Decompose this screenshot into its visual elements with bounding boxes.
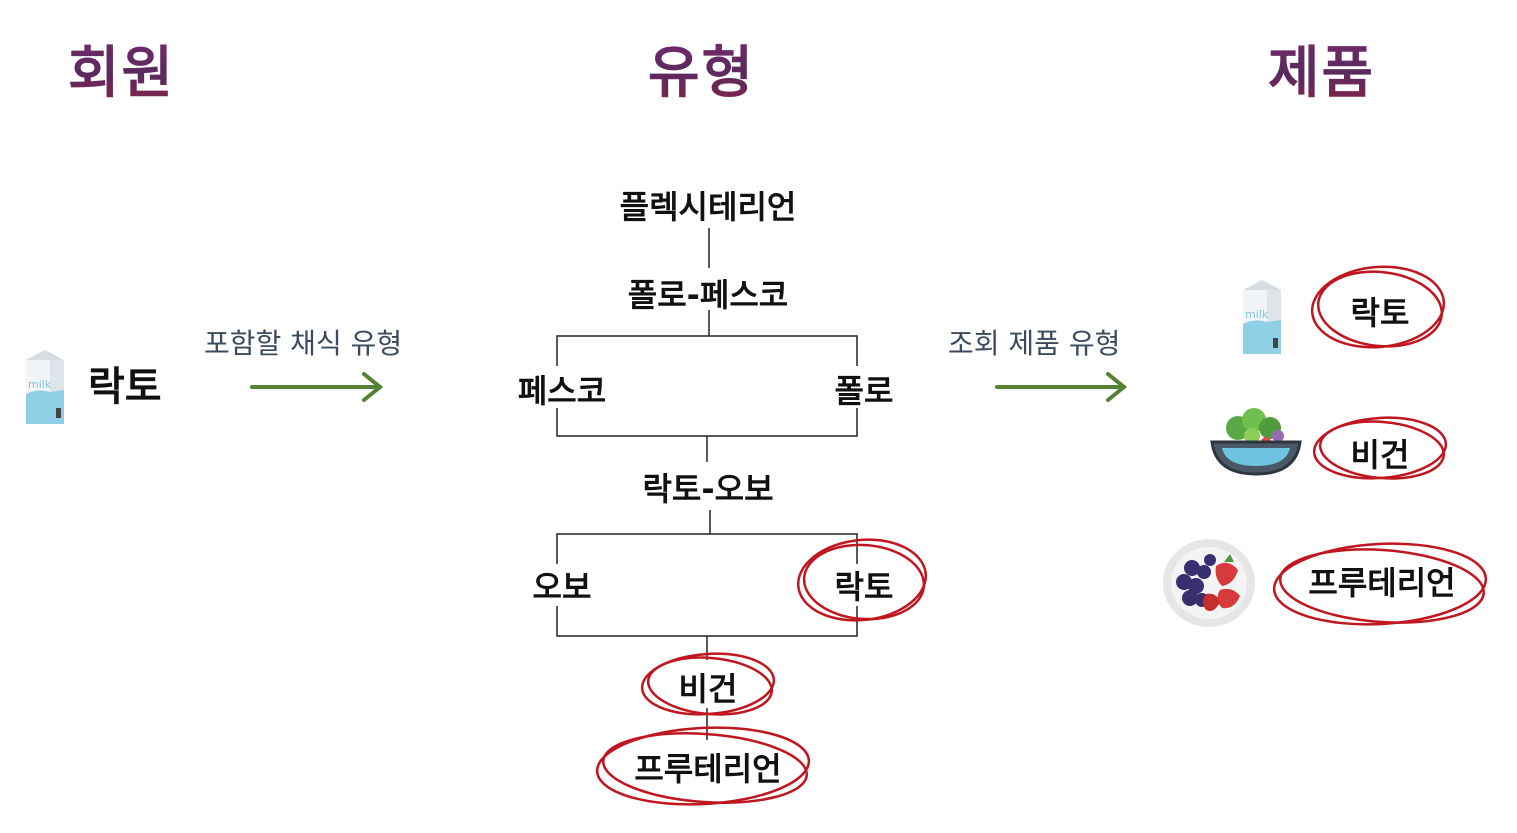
- node-ovo: 오보: [532, 568, 592, 606]
- highlight-circle-lacto: [796, 538, 928, 622]
- member-label: 락토: [88, 364, 162, 410]
- node-lacto: 락토: [834, 568, 894, 606]
- bracket-top: [556, 335, 858, 366]
- carton-text: milk: [1245, 308, 1269, 321]
- bracket-top: [556, 533, 858, 564]
- node-lacto-ovo: 락토-오보: [642, 470, 774, 508]
- highlight-circle-vegan: [640, 652, 776, 716]
- milk-carton-icon: milk: [1243, 280, 1281, 354]
- node-flexitarian: 플렉시테리언: [619, 188, 797, 226]
- node-vegan: 비건: [678, 670, 738, 708]
- highlight-circle-product-vegan: [1312, 416, 1448, 480]
- highlight-circle-fruitarian: [595, 726, 811, 806]
- node-pesco: 페스코: [517, 372, 607, 410]
- include-arrow-label: 포함할 채식 유형: [204, 327, 403, 360]
- milk-carton-icon: milk: [26, 350, 64, 424]
- node-pollo: 폴로: [834, 372, 894, 410]
- highlight-circle-product-lacto: [1310, 265, 1446, 349]
- bracket-bottom: [556, 408, 858, 437]
- salad-bowl-icon: [1210, 408, 1302, 476]
- include-arrow-head: [362, 372, 384, 402]
- highlight-circle-product-fruitarian: [1272, 542, 1488, 626]
- product-lacto: 락토: [1350, 294, 1410, 332]
- header-product: 제품: [1268, 28, 1375, 109]
- lookup-arrow-label: 조회 제품 유형: [948, 327, 1121, 360]
- product-fruitarian: 프루테리언: [1308, 564, 1456, 602]
- bracket-bottom: [556, 606, 858, 637]
- lookup-arrow-head: [1106, 372, 1128, 402]
- node-pollo-pesco: 폴로-페스코: [627, 276, 789, 314]
- product-vegan: 비건: [1350, 436, 1410, 474]
- node-fruitarian: 프루테리언: [634, 750, 782, 788]
- header-member: 회원: [68, 28, 175, 109]
- carton-text: milk: [28, 378, 52, 391]
- fruit-bowl-icon: [1163, 539, 1255, 627]
- header-type: 유형: [648, 28, 755, 109]
